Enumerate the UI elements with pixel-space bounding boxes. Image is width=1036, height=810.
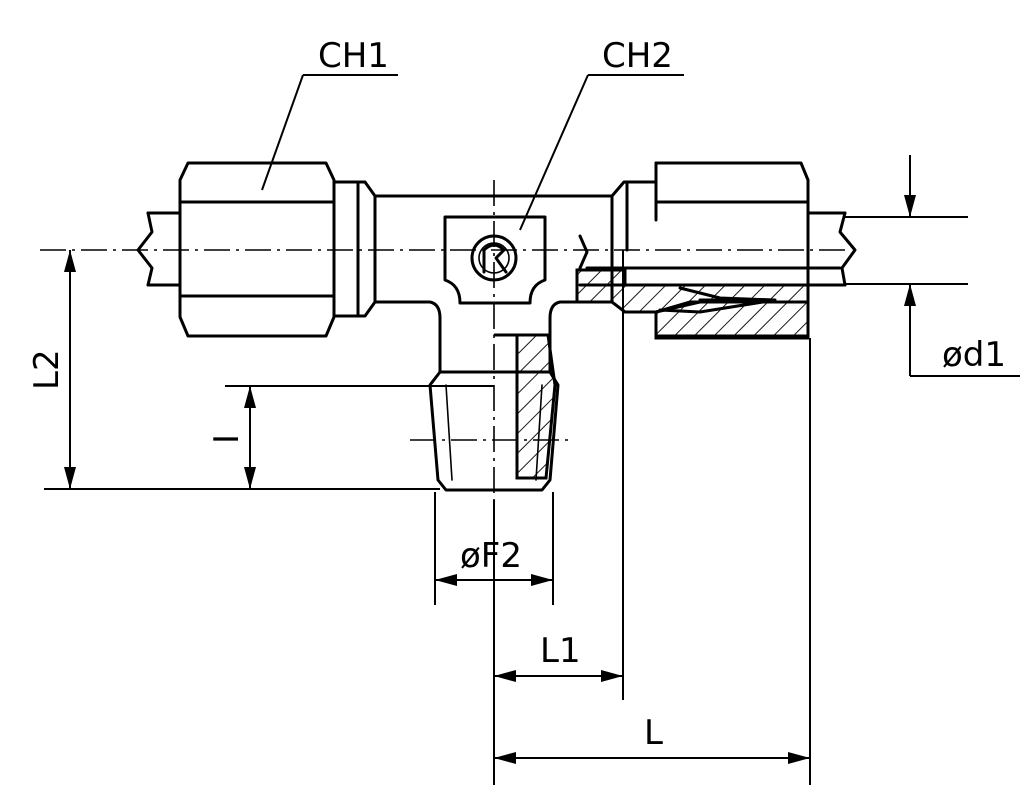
label-l2: L2 [27,349,67,390]
dimension-l1: L1 [493,250,624,785]
label-f2: øF2 [460,536,522,576]
leader-ch1: CH1 [261,36,398,191]
label-ch1: CH1 [318,36,389,76]
left-pipe-stub [136,211,182,287]
label-d1: ød1 [942,335,1006,375]
dimension-d1: ød1 [845,155,1020,377]
dimension-l2: L2 [27,250,440,490]
label-ch2: CH2 [602,36,673,76]
dimension-i: I [207,385,494,489]
label-i: I [207,434,247,444]
label-l: L [644,713,663,753]
leader-ch2: CH2 [519,36,684,231]
threaded-branch [428,333,560,492]
section-hatch-right [575,268,810,340]
center-lines [40,180,850,500]
dimension-f2: øF2 [434,492,554,605]
label-l1: L1 [540,631,581,671]
dimension-l: L [494,338,811,785]
left-hex-nut [178,161,377,338]
